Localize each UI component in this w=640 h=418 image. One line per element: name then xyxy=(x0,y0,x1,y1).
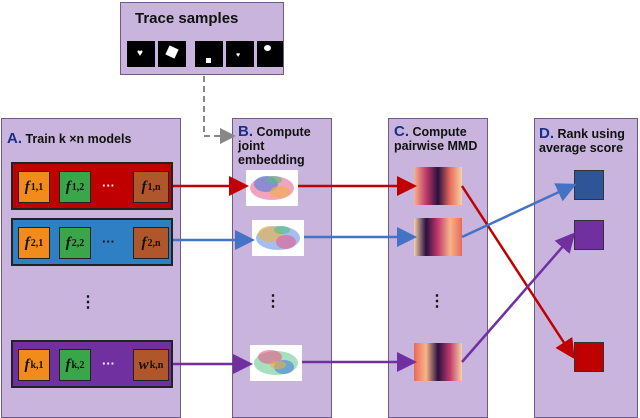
trace-sample-4 xyxy=(226,41,254,67)
trace-dashed-arrow xyxy=(203,76,236,144)
mmd-heatmap-2 xyxy=(414,218,462,256)
mmd-heatmap-k xyxy=(414,343,462,381)
ellipse-shape xyxy=(264,45,271,51)
heart-shape-small: ♥ xyxy=(236,52,241,59)
panel-d-title: D. Rank using average score xyxy=(539,125,625,155)
row-k-ellipsis: ··· xyxy=(102,356,115,371)
square-shape-small xyxy=(206,58,211,63)
arrow-mmdk-rank xyxy=(461,232,576,363)
panel-b-vertical-ellipsis: ⋮ xyxy=(265,293,281,310)
embedding-plot-1 xyxy=(246,170,298,206)
trace-samples-title: Trace samples xyxy=(135,10,239,27)
embedding-plot-2 xyxy=(252,220,304,256)
row-2-ellipsis: ··· xyxy=(102,234,115,249)
trace-samples-box: Trace samples ♥ ♥ xyxy=(120,2,284,75)
panel-a-title: A. Train k ×n models xyxy=(7,130,132,147)
rank-square-3 xyxy=(574,342,604,372)
panel-a-vertical-ellipsis: ⋮ xyxy=(80,294,96,311)
trace-sample-1 xyxy=(127,41,155,67)
panel-c-title: C. Compute pairwise MMD xyxy=(394,123,478,153)
embedding-plot-k xyxy=(250,345,302,381)
arrow-mmd1-rank xyxy=(460,185,575,360)
rank-square-1 xyxy=(574,170,604,200)
arrow-mmd2-rank xyxy=(461,183,577,239)
row-1-ellipsis: ··· xyxy=(102,178,115,193)
panel-b-title: B. Compute joint embedding xyxy=(238,123,311,167)
heart-shape: ♥ xyxy=(137,48,143,59)
panel-c-vertical-ellipsis: ⋮ xyxy=(429,293,445,310)
mmd-heatmap-1 xyxy=(414,167,462,205)
